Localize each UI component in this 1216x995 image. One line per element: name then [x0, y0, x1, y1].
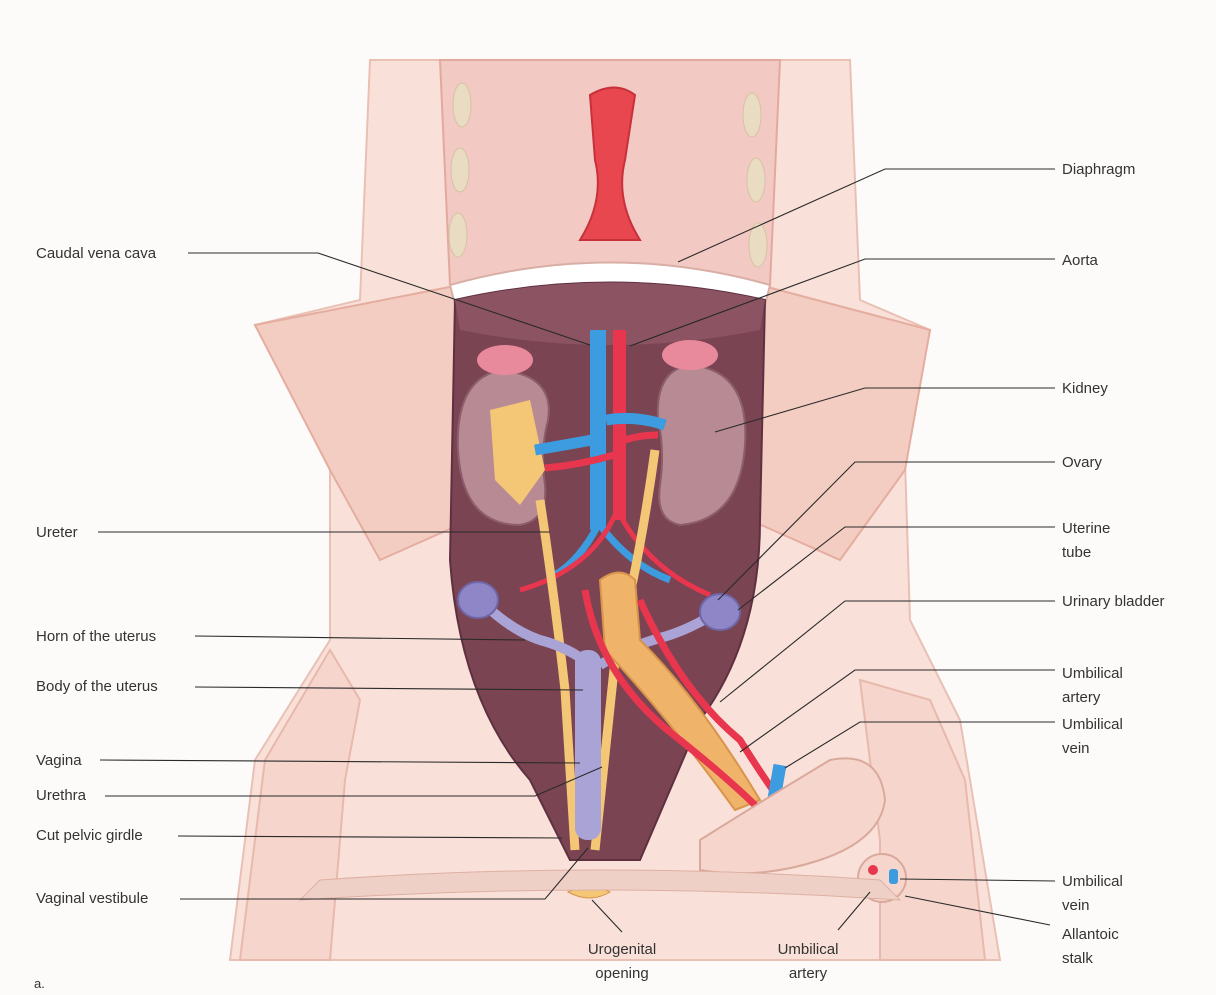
cord-artery-1 [868, 865, 878, 875]
label-urethra: Urethra [36, 787, 86, 805]
label-kidney: Kidney [1062, 380, 1108, 398]
label-umbilical-artery-right: Umbilical artery [1062, 662, 1123, 710]
label-umbilical-artery-bottom: Umbilical artery [773, 938, 843, 986]
label-body-of-uterus: Body of the uterus [36, 678, 158, 696]
cord-vein [889, 869, 898, 884]
label-umbilical-vein-cord-line-1: Umbilical [1062, 870, 1123, 894]
label-allantoic-stalk-line-2: stalk [1062, 947, 1119, 971]
rib-4 [743, 93, 761, 137]
rib-1 [453, 83, 471, 127]
label-uterine-tube: Uterine tube [1062, 517, 1110, 565]
label-uterine-tube-line-1: Uterine [1062, 517, 1110, 541]
left-adrenal [477, 345, 533, 375]
left-ovary [458, 582, 498, 618]
label-cut-pelvic-girdle: Cut pelvic girdle [36, 827, 143, 845]
rib-6 [749, 223, 767, 267]
label-umbilical-vein-cord: Umbilical vein [1062, 870, 1123, 918]
label-urogenital-opening-line-1: Urogenital [582, 938, 662, 962]
label-umbilical-artery-bottom-line-2: artery [773, 962, 843, 986]
label-vaginal-vestibule: Vaginal vestibule [36, 890, 148, 908]
label-urogenital-opening: Urogenital opening [582, 938, 662, 986]
label-diaphragm: Diaphragm [1062, 161, 1135, 179]
label-allantoic-stalk-line-1: Allantoic [1062, 923, 1119, 947]
label-uterine-tube-line-2: tube [1062, 541, 1110, 565]
label-ureter: Ureter [36, 524, 78, 542]
label-umbilical-vein-cord-line-2: vein [1062, 894, 1123, 918]
label-umbilical-artery-bottom-line-1: Umbilical [773, 938, 843, 962]
right-adrenal [662, 340, 718, 370]
rib-3 [449, 213, 467, 257]
label-ovary: Ovary [1062, 454, 1102, 472]
label-umbilical-artery-right-line-1: Umbilical [1062, 662, 1123, 686]
label-umbilical-vein-right: Umbilical vein [1062, 713, 1123, 761]
aorta-vessel [613, 330, 626, 520]
label-urogenital-opening-line-2: opening [582, 962, 662, 986]
caudal-vena-cava-vessel [590, 330, 606, 530]
figure-tag: a. [34, 975, 45, 993]
label-caudal-vena-cava: Caudal vena cava [36, 245, 156, 263]
label-umbilical-vein-right-line-1: Umbilical [1062, 713, 1123, 737]
rib-2 [451, 148, 469, 192]
label-urinary-bladder: Urinary bladder [1062, 593, 1165, 611]
label-horn-of-uterus: Horn of the uterus [36, 628, 156, 646]
body-wall-flap-left [255, 285, 470, 560]
uterine-body [575, 650, 601, 840]
label-allantoic-stalk: Allantoic stalk [1062, 923, 1119, 971]
label-aorta: Aorta [1062, 252, 1098, 270]
label-umbilical-artery-right-line-2: artery [1062, 686, 1123, 710]
rib-5 [747, 158, 765, 202]
right-renal-vein [606, 418, 665, 425]
right-ovary [700, 594, 740, 630]
label-vagina: Vagina [36, 752, 82, 770]
label-umbilical-vein-right-line-2: vein [1062, 737, 1123, 761]
